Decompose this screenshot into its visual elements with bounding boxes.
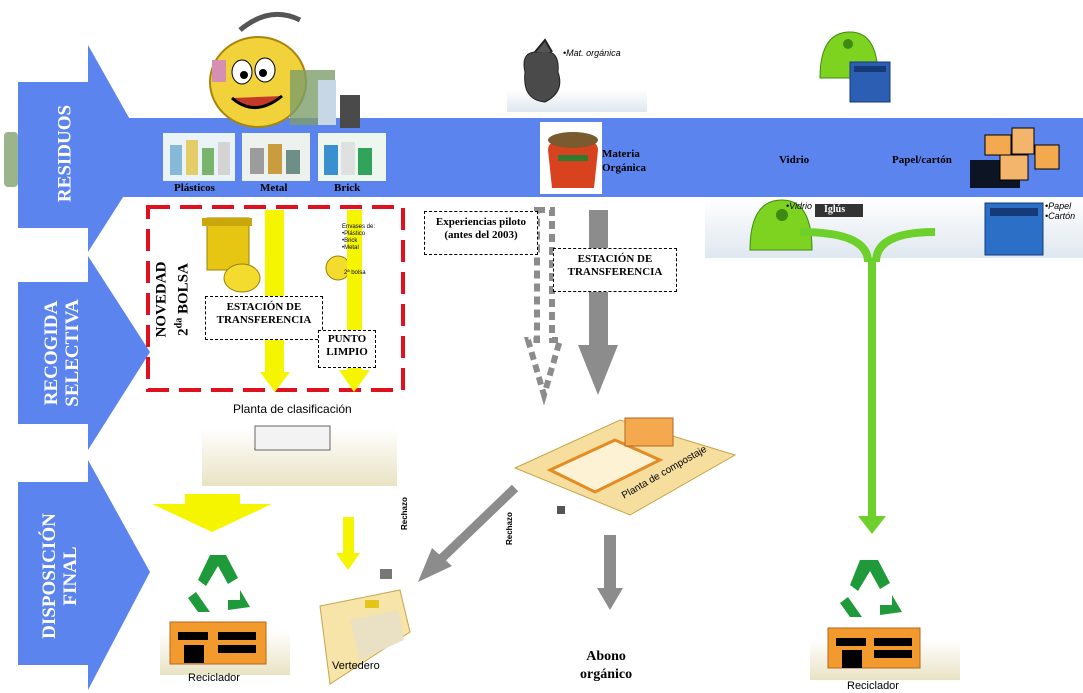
label-envases-line2: •Plástico: [342, 231, 366, 237]
planta-clasificacion-icon: [202, 425, 397, 486]
iglus-label-bg: [815, 204, 863, 217]
stage-recogida-line2: SELECTIVA: [62, 299, 83, 407]
recogida-stage-arrow: [18, 256, 150, 450]
gray-abono-head: [597, 588, 623, 610]
yellow-container-icon: [202, 217, 261, 293]
experiencias-line2: (antes del 2003): [444, 229, 518, 241]
punto-limpio-box: PUNTO LIMPIO: [318, 330, 376, 368]
mascot-bag-icon: [209, 11, 360, 128]
label-materia: Materia Orgánica: [602, 147, 646, 175]
estacion-1-line1: ESTACIÓN DE: [226, 301, 302, 313]
recycle-symbol-left: [188, 555, 250, 612]
green-t-arrow: [799, 228, 936, 534]
estacion-transferencia-box-1: ESTACIÓN DE TRANSFERENCIA: [205, 296, 323, 340]
small-cube-icon: [557, 506, 565, 514]
label-vidrio-bin: •Vidrio: [786, 201, 812, 211]
vertedero-icon: [319, 569, 411, 685]
stage-recogida-line1: RECOGIDA: [41, 300, 62, 406]
planta-compostaje-icon: [513, 417, 737, 516]
gray-solid-arrow: [578, 210, 618, 395]
stage-residuos-text: RESIDUOS: [54, 104, 76, 203]
reciclador-right-building: [810, 627, 960, 680]
experiencias-line1: Experiencias piloto: [435, 216, 527, 228]
label-papel-bin-line1: •Papel: [1045, 201, 1072, 211]
experiencias-piloto-box: Experiencias piloto (antes del 2003): [424, 211, 538, 255]
stage-disposicion-line2: FINAL: [60, 546, 81, 606]
label-abono: Abono orgánico: [580, 648, 632, 684]
novedad-label: NOVEDAD 2da BOLSA: [154, 245, 193, 355]
black-bag-icon: [507, 38, 647, 112]
label-envases-line4: •Metal: [342, 245, 359, 251]
label-papel-bin-line2: •Cartón: [1045, 211, 1076, 221]
label-reciclador-1: Reciclador: [188, 672, 240, 684]
gray-abono-shaft: [604, 535, 616, 590]
novedad-line2-main: 2: [175, 328, 192, 336]
yellow-arrow-right: [339, 210, 370, 392]
label-metal: Metal: [260, 182, 288, 194]
rechazo-arrow-line: [436, 484, 519, 564]
stage-disposicion-line1: DISPOSICIÓN: [39, 513, 60, 639]
label-rechazo-2: Rechazo: [505, 512, 514, 545]
estacion-transferencia-box-2: ESTACIÓN DE TRANSFERENCIA: [553, 248, 677, 292]
label-envases-line3: •Brick: [342, 238, 358, 244]
novedad-line2-rest: BOLSA: [175, 263, 192, 318]
recycle-symbol-right: [840, 560, 902, 617]
brick-thumbnail: [318, 133, 386, 181]
label-envases: Envases de: •Plástico •Brick •Metal: [342, 224, 375, 252]
stage-recogida-label: RECOGIDA SELECTIVA: [41, 283, 83, 423]
estacion-1-line2: TRANSFERENCIA: [216, 314, 312, 326]
residuos-stage-arrow: [18, 45, 150, 252]
label-iglus: Iglús: [824, 204, 846, 215]
label-plasticos: Plásticos: [174, 182, 215, 194]
gray-dashed-arrow: [524, 207, 564, 406]
blue-container-icon: [984, 202, 1044, 256]
label-vidrio: Vidrio: [779, 154, 810, 166]
reciclador-left-building: [160, 621, 290, 675]
label-materia-line1: Materia: [602, 148, 640, 160]
rechazo-arrow-head: [418, 548, 452, 582]
estacion-2-line1: ESTACIÓN DE: [577, 253, 653, 265]
novedad-line2-sup: da: [173, 317, 185, 329]
punto-line1: PUNTO: [327, 333, 367, 345]
stage-residuos-label: RESIDUOS: [55, 99, 76, 209]
second-bag-icon: [325, 255, 351, 281]
organic-bin-icon: [540, 122, 602, 194]
label-planta-clasificacion: Planta de clasificación: [233, 402, 352, 416]
label-envases-line1: Envases de:: [342, 224, 376, 230]
label-mat-organica: •Mat. orgánica: [563, 48, 621, 58]
label-segunda-bolsa: 2ª bolsa: [344, 270, 366, 276]
label-abono-line1: Abono: [586, 649, 626, 664]
yellow-big-arrow: [152, 494, 272, 532]
disposicion-stage-arrow: [18, 460, 150, 690]
metal-thumbnail: [242, 133, 310, 181]
label-materia-line2: Orgánica: [602, 162, 646, 174]
label-papel-bin: •Papel •Cartón: [1045, 201, 1075, 221]
label-vertedero: Vertedero: [332, 660, 380, 672]
stage-disposicion-label: DISPOSICIÓN FINAL: [39, 496, 81, 656]
label-reciclador-2: Reciclador: [847, 680, 899, 692]
novedad-line1: NOVEDAD: [153, 261, 170, 338]
plasticos-thumbnail: [163, 133, 235, 181]
label-rechazo-1: Rechazo: [400, 497, 409, 530]
igloo-containers-icon: [819, 31, 891, 103]
estacion-2-line2: TRANSFERENCIA: [567, 266, 663, 278]
novedad-line2: 2da BOLSA: [171, 245, 193, 355]
label-papel: Papel/cartón: [892, 154, 952, 166]
punto-line2: LIMPIO: [326, 346, 368, 358]
bottle-icon: [4, 132, 18, 187]
label-abono-line2: orgánico: [580, 667, 633, 682]
paper-boxes-icon: [970, 127, 1060, 188]
label-brick: Brick: [334, 182, 361, 194]
yellow-small-arrow: [336, 517, 360, 570]
